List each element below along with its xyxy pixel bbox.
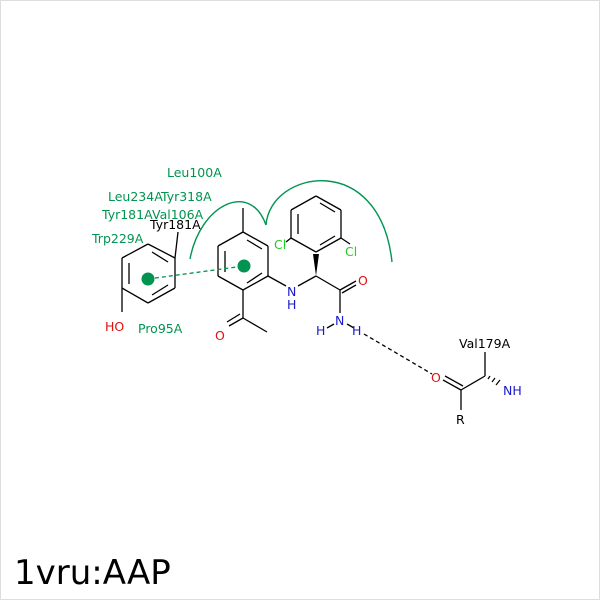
chlorine-right-label: Cl <box>345 244 357 259</box>
hydrogen-bond-line <box>363 333 433 375</box>
pi-stacking-line <box>147 265 245 280</box>
nh-bond-left <box>326 323 335 329</box>
residue-val106-label: Val106A <box>152 207 204 222</box>
residue-val179-label: Val179A <box>459 336 511 351</box>
tyr181-ring <box>121 231 179 312</box>
aromatic-center-marker-2 <box>237 259 251 273</box>
residue-tyr318-label: Tyr318A <box>160 189 212 204</box>
residue-tyr181-label: Tyr181A <box>101 207 153 222</box>
amide-nitrogen-label: N <box>335 313 344 328</box>
val179-nh-label: NH <box>503 383 522 398</box>
backbone-bonds <box>297 275 357 313</box>
val179-r-label: R <box>456 412 465 427</box>
diagram-title: 1vru:AAP <box>14 553 171 593</box>
nh-bond-right <box>346 323 355 329</box>
stereo-wedge <box>313 254 319 276</box>
ketone-oxygen-label: O <box>215 328 225 343</box>
residue-leu100-label: Leu100A <box>167 165 222 180</box>
residue-leu234-label: Leu234A <box>108 189 163 204</box>
val179-hash-bond <box>487 375 501 386</box>
hydrophobic-arc-right <box>265 180 393 263</box>
nh-nitrogen-label: N <box>287 284 296 299</box>
val179-fragment <box>442 352 486 410</box>
hydrophobic-arc-left <box>189 201 267 260</box>
dichlorophenyl-ring <box>285 195 351 253</box>
val179-oxygen-label: O <box>431 370 441 385</box>
residue-tyr181-black-label: Tyr181A <box>149 217 201 232</box>
chlorine-left-label: Cl <box>274 237 286 252</box>
nh-hydrogen-label: H <box>287 297 296 312</box>
hydroxyl-label: HO <box>105 319 124 334</box>
amide-hydrogen-left-label: H <box>316 323 325 338</box>
amide-oxygen-label: O <box>358 273 368 288</box>
residue-trp229-label: Trp229A <box>91 231 144 246</box>
central-ring <box>217 208 287 333</box>
residue-pro95-label: Pro95A <box>138 321 183 336</box>
amide-hydrogen-right-label: H <box>352 323 361 338</box>
